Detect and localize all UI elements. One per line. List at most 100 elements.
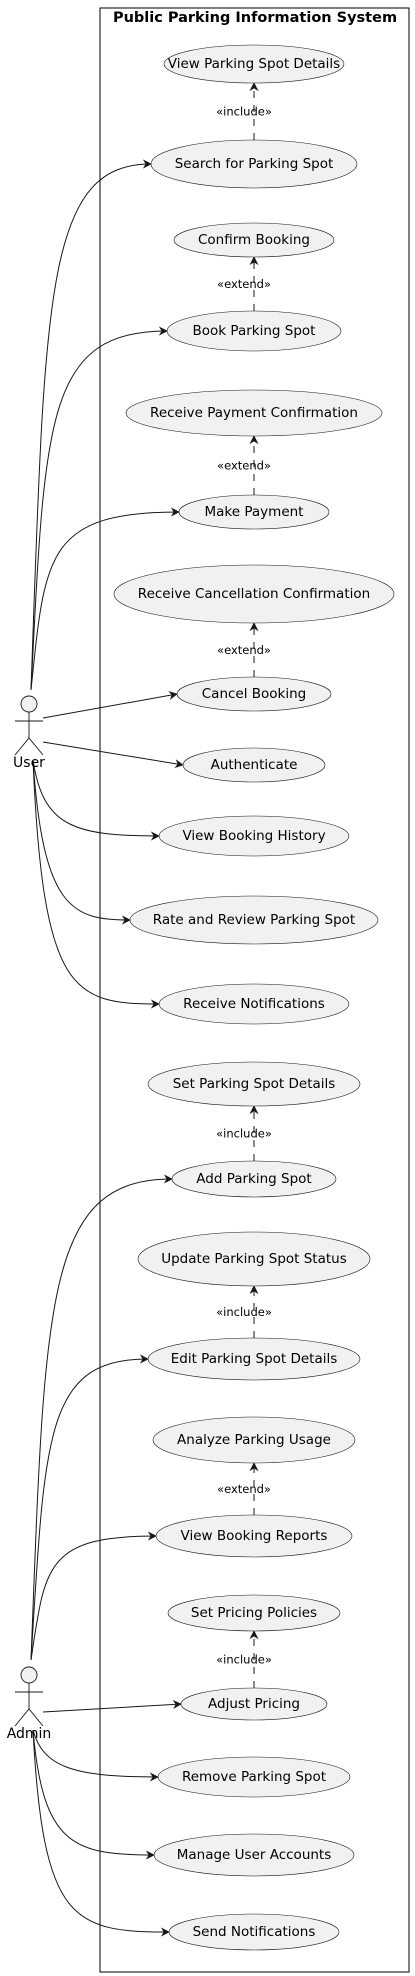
- use-case-send-notifications[interactable]: Send Notifications: [168, 1913, 340, 1951]
- use-case-edit-details-label: Edit Parking Spot Details: [171, 1351, 338, 1367]
- use-case-history-label: View Booking History: [182, 828, 325, 844]
- use-case-add-spot-label: Add Parking Spot: [196, 1171, 311, 1187]
- use-case-analyze-usage[interactable]: Analyze Parking Usage: [152, 1416, 356, 1464]
- use-case-payment-confirmation[interactable]: Receive Payment Confirmation: [125, 389, 383, 437]
- use-case-set-details[interactable]: Set Parking Spot Details: [147, 1061, 361, 1107]
- use-case-search-ellipse: [150, 139, 358, 189]
- association-admin-add-spot: [30, 1174, 173, 1661]
- use-case-cancellation-confirmation[interactable]: Receive Cancellation Confirmation: [113, 564, 395, 624]
- use-case-update-status-ellipse: [137, 1231, 371, 1287]
- admin-actor-head: [20, 1666, 38, 1684]
- use-case-confirm-booking[interactable]: Confirm Booking: [173, 222, 335, 258]
- include-label: «include»: [216, 1305, 272, 1319]
- user-actor-head: [20, 695, 38, 713]
- use-case-authenticate-ellipse: [182, 747, 326, 783]
- use-case-send-notifications-label: Send Notifications: [193, 1924, 316, 1940]
- use-case-make-payment-label: Make Payment: [205, 504, 304, 520]
- use-case-rate-review[interactable]: Rate and Review Parking Spot: [129, 895, 379, 945]
- use-case-booking-reports[interactable]: View Booking Reports: [155, 1514, 353, 1558]
- use-case-book-ellipse: [166, 310, 342, 352]
- use-case-notifications-ellipse: [158, 983, 350, 1025]
- use-case-authenticate-label: Authenticate: [211, 757, 298, 773]
- use-case-confirm-booking-label: Confirm Booking: [198, 232, 310, 248]
- association-admin-edit-details: [30, 1354, 149, 1661]
- admin-actor-label: Admin: [7, 1726, 52, 1742]
- use-case-booking-reports-ellipse: [155, 1514, 353, 1558]
- association-admin-booking-reports: [30, 1531, 157, 1661]
- use-case-rate-review-ellipse: [129, 895, 379, 945]
- association-user-cancel: [42, 690, 178, 719]
- use-case-analyze-usage-ellipse: [152, 1416, 356, 1464]
- include-label: «include»: [216, 105, 272, 119]
- use-case-analyze-usage-label: Analyze Parking Usage: [177, 1432, 331, 1448]
- extend-label: «extend»: [217, 1482, 271, 1496]
- use-case-manage-accounts[interactable]: Manage User Accounts: [153, 1833, 355, 1877]
- use-case-make-payment-ellipse: [178, 494, 330, 530]
- association-user-history: [32, 759, 160, 841]
- admin-actor-legs: [14, 1708, 44, 1727]
- use-case-payment-confirmation-label: Receive Payment Confirmation: [150, 405, 358, 421]
- association-user-notifications: [32, 759, 160, 1009]
- use-case-set-details-ellipse: [147, 1061, 361, 1107]
- use-case-adjust-pricing-ellipse: [180, 1687, 328, 1721]
- use-case-booking-reports-label: View Booking Reports: [181, 1528, 328, 1544]
- include-label: «include»: [216, 1127, 272, 1141]
- admin-actor[interactable]: Admin: [7, 1666, 52, 1742]
- use-case-adjust-pricing[interactable]: Adjust Pricing: [180, 1687, 328, 1721]
- use-case-view-details-label: View Parking Spot Details: [168, 56, 340, 72]
- use-case-add-spot[interactable]: Add Parking Spot: [171, 1160, 337, 1198]
- use-case-history-ellipse: [158, 815, 350, 857]
- extend-label: «extend»: [217, 459, 271, 473]
- use-case-update-status[interactable]: Update Parking Spot Status: [137, 1231, 371, 1287]
- use-case-remove-spot-ellipse: [157, 1756, 351, 1798]
- use-case-edit-details[interactable]: Edit Parking Spot Details: [147, 1337, 361, 1381]
- use-case-pricing-policies-label: Set Pricing Policies: [191, 1605, 317, 1621]
- use-case-set-details-label: Set Parking Spot Details: [173, 1076, 336, 1092]
- use-case-make-payment[interactable]: Make Payment: [178, 494, 330, 530]
- association-user-rate-review: [32, 759, 131, 925]
- use-case-add-spot-ellipse: [171, 1160, 337, 1198]
- use-case-rate-review-label: Rate and Review Parking Spot: [153, 912, 355, 928]
- use-case-adjust-pricing-label: Adjust Pricing: [208, 1696, 300, 1712]
- user-actor-legs: [14, 737, 44, 756]
- user-actor-label: User: [13, 755, 45, 771]
- use-case-book-label: Book Parking Spot: [193, 323, 316, 339]
- use-case-cancellation-confirmation-label: Receive Cancellation Confirmation: [138, 586, 370, 602]
- links-layer: «include» «extend» «extend» «extend» «includ…: [30, 82, 272, 1937]
- use-case-history[interactable]: View Booking History: [158, 815, 350, 857]
- use-case-confirm-booking-ellipse: [173, 222, 335, 258]
- use-case-cancel-label: Cancel Booking: [202, 686, 307, 702]
- association-admin-send-notifications: [32, 1729, 170, 1937]
- extend-label: «extend»: [217, 643, 271, 657]
- use-case-send-notifications-ellipse: [168, 1913, 340, 1951]
- use-case-edit-details-ellipse: [147, 1337, 361, 1381]
- use-case-remove-spot[interactable]: Remove Parking Spot: [157, 1756, 351, 1798]
- use-case-cancellation-confirmation-ellipse: [113, 564, 395, 624]
- include-label: «include»: [216, 1653, 272, 1667]
- use-case-payment-confirmation-ellipse: [125, 389, 383, 437]
- association-admin-manage-accounts: [32, 1729, 155, 1860]
- use-case-manage-accounts-label: Manage User Accounts: [177, 1847, 332, 1863]
- use-case-notifications-label: Receive Notifications: [183, 996, 325, 1012]
- association-user-authenticate: [42, 741, 184, 769]
- use-case-view-details-ellipse: [163, 44, 345, 84]
- use-case-update-status-label: Update Parking Spot Status: [161, 1251, 347, 1267]
- use-case-book[interactable]: Book Parking Spot: [166, 310, 342, 352]
- use-case-cancel[interactable]: Cancel Booking: [176, 676, 332, 712]
- use-case-search-label: Search for Parking Spot: [175, 156, 334, 172]
- use-case-view-details[interactable]: View Parking Spot Details: [163, 44, 345, 84]
- association-admin-adjust-pricing: [42, 1699, 182, 1713]
- user-actor[interactable]: User: [13, 695, 45, 771]
- system-title: Public Parking Information System: [113, 10, 397, 26]
- use-case-remove-spot-label: Remove Parking Spot: [182, 1769, 326, 1785]
- association-user-book: [30, 326, 168, 691]
- use-case-pricing-policies[interactable]: Set Pricing Policies: [167, 1594, 341, 1632]
- association-user-search: [30, 159, 152, 691]
- use-case-notifications[interactable]: Receive Notifications: [158, 983, 350, 1025]
- use-case-authenticate[interactable]: Authenticate: [182, 747, 326, 783]
- association-admin-remove-spot: [32, 1729, 159, 1782]
- use-case-search[interactable]: Search for Parking Spot: [150, 139, 358, 189]
- use-case-cancel-ellipse: [176, 676, 332, 712]
